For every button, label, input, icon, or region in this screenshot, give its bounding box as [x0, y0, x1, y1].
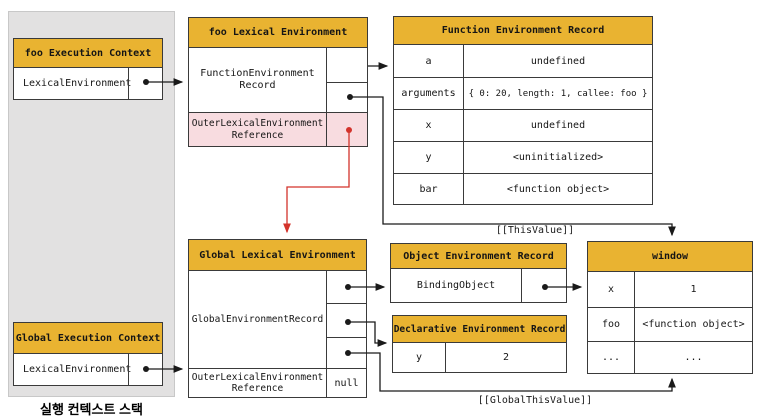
function-environment-record-table: Function Environment Record a undefined … — [393, 16, 653, 205]
declarative-environment-record-title: Declarative Environment Record — [393, 316, 566, 343]
record-key: x — [607, 284, 615, 295]
pointer-cell-record — [327, 48, 367, 82]
window-object-box: window x 1 foo <function object> ... ... — [587, 241, 753, 374]
window-row-foo: foo <function object> — [588, 307, 752, 341]
record-row-a: a undefined — [394, 45, 652, 77]
pointer-cell-declarative-record — [327, 303, 366, 337]
declarative-environment-record-box: Declarative Environment Record y 2 — [392, 315, 567, 373]
window-title: window — [588, 242, 752, 272]
global-execution-context-title: Global Execution Context — [14, 323, 162, 354]
global-environment-record-slot: GlobalEnvironmentRecord — [191, 314, 324, 325]
record-key: x — [425, 120, 432, 131]
pointer-column — [326, 48, 367, 112]
record-key: bar — [419, 183, 438, 195]
window-row-x: x 1 — [588, 272, 752, 307]
pointer-cell-thisvalue — [327, 82, 367, 112]
outer-ref-null-value: null — [326, 369, 366, 397]
record-key: a — [425, 55, 432, 67]
function-environment-record-row: FunctionEnvironment Record — [189, 48, 367, 112]
record-key: y — [425, 152, 432, 163]
function-environment-record-title: Function Environment Record — [394, 17, 652, 45]
record-key: foo — [601, 319, 621, 330]
binding-object-slot: BindingObject — [416, 280, 496, 291]
record-value: <function object> — [634, 308, 752, 341]
foo-execution-context-box: foo Execution Context LexicalEnvironment — [13, 38, 163, 100]
record-row-bar: bar <function object> — [394, 173, 652, 204]
record-value: undefined — [463, 45, 652, 77]
window-row-ellipsis: ... ... — [588, 341, 752, 373]
lexical-environment-slot: LexicalEnvironment — [23, 364, 132, 375]
this-value-label: [[ThisValue]] — [495, 225, 575, 236]
foo-execution-context-row: LexicalEnvironment — [14, 68, 162, 99]
global-execution-context-box: Global Execution Context LexicalEnvironm… — [13, 322, 163, 386]
record-value: { 0: 20, length: 1, callee: foo } — [463, 78, 652, 109]
pointer-cell — [128, 68, 162, 99]
pointer-cell-outer-ref — [326, 113, 367, 146]
record-value: 1 — [634, 272, 752, 307]
outer-lexical-environment-slot: OuterLexicalEnvironment Reference — [191, 372, 324, 394]
record-value: 2 — [445, 343, 566, 372]
record-key: ... — [601, 352, 621, 363]
pointer-cell-window — [521, 269, 566, 302]
object-environment-record-box: Object Environment Record BindingObject — [390, 243, 567, 303]
pointer-cell — [128, 354, 162, 385]
object-environment-record-title: Object Environment Record — [391, 244, 566, 269]
global-lexical-environment-box: Global Lexical Environment GlobalEnviron… — [188, 239, 367, 398]
outer-lexical-environment-row: OuterLexicalEnvironment Reference null — [189, 368, 366, 397]
record-row-x: x undefined — [394, 109, 652, 141]
record-value: ... — [634, 342, 752, 373]
foo-execution-context-title: foo Execution Context — [14, 39, 162, 68]
record-value: undefined — [463, 110, 652, 141]
pointer-cell-object-record — [327, 271, 366, 303]
global-execution-context-row: LexicalEnvironment — [14, 354, 162, 385]
global-this-value-label: [[GlobalThisValue]] — [477, 395, 593, 406]
lexical-environment-slot: LexicalEnvironment — [23, 78, 132, 89]
foo-lexical-environment-title: foo Lexical Environment — [189, 18, 367, 48]
function-environment-record-slot: FunctionEnvironment Record — [200, 68, 315, 91]
pointer-column — [326, 271, 366, 368]
execution-context-stack-label: 실행 컨텍스트 스택 — [40, 402, 143, 417]
record-value: <function object> — [463, 174, 652, 204]
record-key: y — [415, 352, 423, 363]
binding-object-row: BindingObject — [391, 269, 566, 302]
record-key: arguments — [401, 88, 456, 99]
record-row-arguments: arguments { 0: 20, length: 1, callee: fo… — [394, 77, 652, 109]
global-lexical-environment-title: Global Lexical Environment — [189, 240, 366, 271]
outer-lexical-environment-row: OuterLexicalEnvironment Reference — [189, 112, 367, 146]
record-value: <uninitialized> — [463, 142, 652, 173]
record-row-y: y 2 — [393, 343, 566, 372]
foo-lexical-environment-box: foo Lexical Environment FunctionEnvironm… — [188, 17, 368, 147]
pointer-cell-globalthis — [327, 337, 366, 368]
global-environment-record-row: GlobalEnvironmentRecord — [189, 271, 366, 368]
record-row-y: y <uninitialized> — [394, 141, 652, 173]
outer-lexical-environment-slot: OuterLexicalEnvironment Reference — [189, 113, 326, 146]
